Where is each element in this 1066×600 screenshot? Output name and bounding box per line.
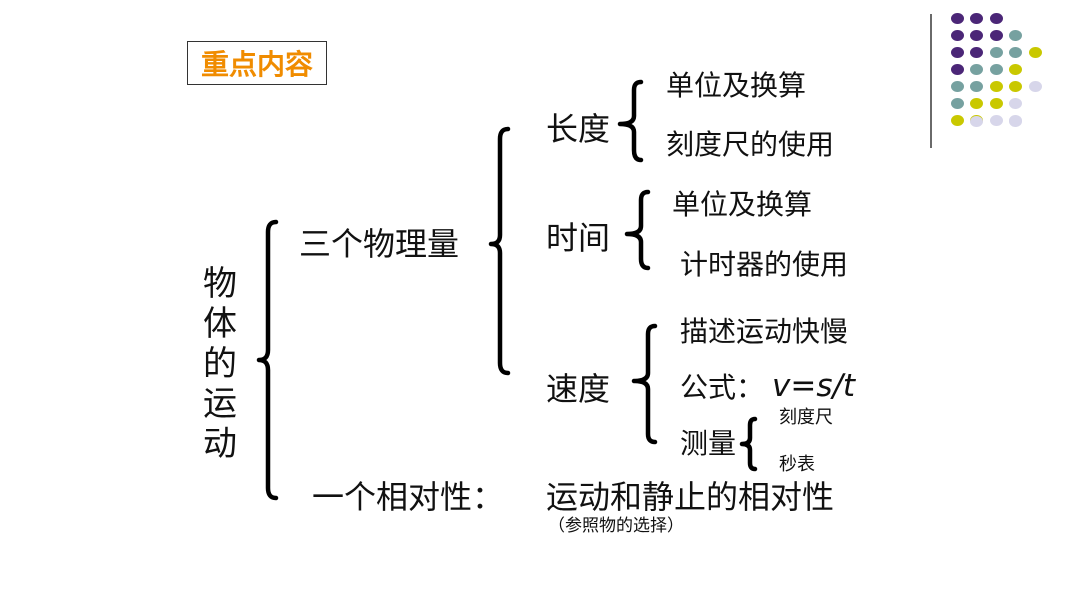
- decorative-dot: [951, 115, 964, 126]
- speed-describe: 描述运动快慢: [680, 315, 849, 348]
- three-quantities-label: 三个物理量: [299, 225, 460, 263]
- decorative-dot: [990, 115, 1003, 126]
- decorative-dot: [990, 98, 1003, 109]
- decorative-dot: [990, 13, 1003, 24]
- root-char: 运: [203, 384, 237, 424]
- time-item: 计时器的使用: [680, 248, 849, 281]
- length-item: 单位及换算: [666, 69, 807, 102]
- time-label: 时间: [546, 219, 611, 257]
- decorative-dot: [970, 13, 983, 24]
- decorative-dot: [951, 98, 964, 109]
- decorative-dot: [1009, 116, 1022, 127]
- brace-time: [624, 189, 651, 271]
- decorative-dot: [1009, 47, 1022, 58]
- decorative-dot: [970, 81, 983, 92]
- decorative-dot: [1009, 98, 1022, 109]
- root-char: 动: [203, 424, 237, 464]
- decorative-dot: [1009, 64, 1022, 75]
- brace-measure: [739, 416, 758, 472]
- decorative-dot: [990, 64, 1003, 75]
- decorative-dot: [970, 98, 983, 109]
- decorative-dot: [990, 47, 1003, 58]
- relativity-label: 一个相对性：: [312, 478, 505, 516]
- speed-label: 速度: [546, 370, 611, 408]
- brace-root: [256, 219, 279, 501]
- decorative-dot: [990, 81, 1003, 92]
- brace-length: [617, 79, 644, 163]
- brace-quantities: [488, 126, 511, 376]
- decorative-dot: [951, 47, 964, 58]
- decorative-dot: [1029, 47, 1042, 58]
- decorative-dot: [1029, 81, 1042, 92]
- speed-formula: v=s/t: [772, 368, 856, 404]
- speed-formula-label: 公式：: [680, 371, 765, 404]
- decorative-dot: [1009, 81, 1022, 92]
- root-char: 体: [203, 304, 237, 344]
- root-char: 物: [203, 264, 237, 304]
- length-label: 长度: [546, 110, 611, 148]
- measure-item: 刻度尺: [779, 407, 833, 428]
- decorative-dot: [951, 30, 964, 41]
- decorative-dot: [970, 30, 983, 41]
- relativity-content: 运动和静止的相对性: [546, 478, 835, 516]
- decorative-dot: [1009, 30, 1022, 41]
- decorative-dot: [951, 13, 964, 24]
- root-char: 的: [203, 344, 237, 384]
- key-content-badge: 重点内容: [187, 41, 327, 85]
- brace-speed: [631, 323, 658, 445]
- decorative-dot: [951, 81, 964, 92]
- decorative-dot: [951, 64, 964, 75]
- decorative-dot: [970, 64, 983, 75]
- length-item: 刻度尺的使用: [666, 128, 835, 161]
- measure-item: 秒表: [779, 454, 815, 475]
- decorative-dot: [990, 30, 1003, 41]
- speed-measure-label: 测量: [680, 427, 737, 460]
- decorative-dot: [970, 47, 983, 58]
- decorative-divider-line: [930, 14, 932, 148]
- root-topic: 物 体 的 运 动: [200, 264, 240, 464]
- relativity-note: （参照物的选择）: [548, 516, 684, 536]
- time-item: 单位及换算: [672, 188, 813, 221]
- decorative-dot: [970, 116, 983, 127]
